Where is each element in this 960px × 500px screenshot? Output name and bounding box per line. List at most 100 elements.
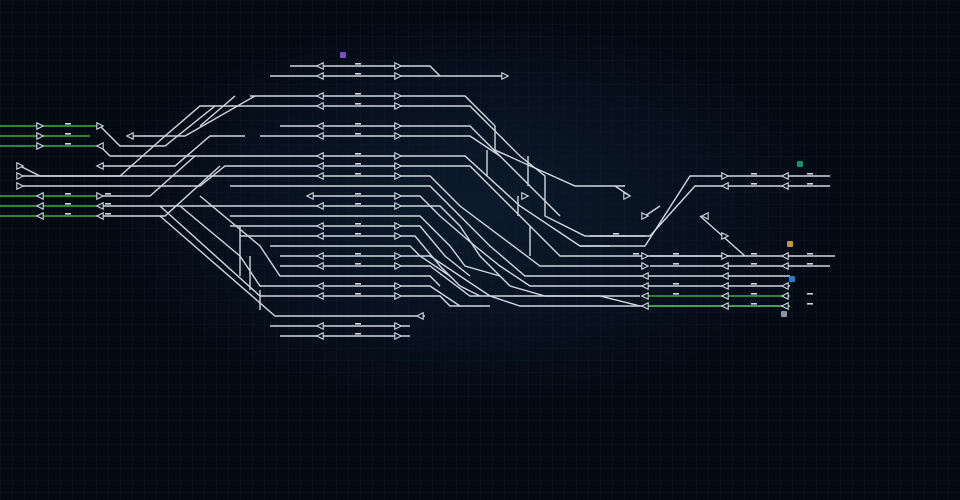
station-tag-grey[interactable] bbox=[781, 311, 787, 317]
signal-marker bbox=[394, 321, 403, 331]
platform-mark bbox=[355, 193, 361, 195]
signal-marker bbox=[96, 191, 105, 201]
signal-marker bbox=[394, 231, 403, 241]
platform-mark bbox=[807, 263, 813, 265]
signal-marker bbox=[780, 281, 789, 291]
signal-marker bbox=[315, 91, 324, 101]
track-segment bbox=[100, 205, 640, 297]
signal-marker bbox=[305, 191, 314, 201]
signal-marker bbox=[780, 261, 789, 271]
platform-mark bbox=[355, 323, 361, 325]
signal-marker bbox=[315, 131, 324, 141]
platform-mark bbox=[673, 283, 679, 285]
platform-mark bbox=[355, 63, 361, 65]
track-segment bbox=[130, 95, 256, 137]
track-lines bbox=[19, 65, 835, 337]
signal-marker bbox=[640, 301, 649, 311]
signal-marker bbox=[394, 61, 403, 71]
signal-marker bbox=[720, 301, 729, 311]
platform-mark bbox=[807, 293, 813, 295]
platform-mark bbox=[751, 303, 757, 305]
track-segment bbox=[179, 205, 461, 307]
track-segment bbox=[644, 205, 661, 217]
platform-mark bbox=[65, 203, 71, 205]
green-lines bbox=[0, 125, 790, 307]
signal-marker bbox=[315, 121, 324, 131]
signal-marker bbox=[394, 281, 403, 291]
station-tag-amber[interactable] bbox=[787, 241, 793, 247]
signal-marker bbox=[315, 71, 324, 81]
signal-marker bbox=[394, 91, 403, 101]
signal-marker bbox=[780, 171, 789, 181]
signal-marker bbox=[720, 281, 729, 291]
platform-marks bbox=[65, 63, 813, 335]
platform-mark bbox=[673, 293, 679, 295]
signal-marker bbox=[394, 201, 403, 211]
platform-mark bbox=[807, 303, 813, 305]
signal-marker bbox=[394, 291, 403, 301]
signal-marker bbox=[641, 251, 650, 261]
signal-marker bbox=[394, 171, 403, 181]
platform-mark bbox=[355, 133, 361, 135]
station-tag-teal[interactable] bbox=[797, 161, 803, 167]
signal-marker bbox=[721, 171, 730, 181]
track-segment bbox=[199, 95, 236, 127]
platform-mark bbox=[105, 203, 111, 205]
track-segment bbox=[99, 145, 610, 247]
station-tag-purple[interactable] bbox=[340, 52, 346, 58]
signal-marker bbox=[95, 161, 104, 171]
track-segment bbox=[20, 165, 730, 257]
track-segment bbox=[290, 65, 441, 77]
platform-mark bbox=[355, 333, 361, 335]
signal-marker bbox=[315, 231, 324, 241]
track-segment bbox=[270, 245, 451, 277]
signal-marker bbox=[721, 231, 730, 241]
platform-mark bbox=[355, 103, 361, 105]
track-segment bbox=[260, 135, 501, 157]
platform-mark bbox=[355, 293, 361, 295]
signal-marker bbox=[36, 131, 45, 141]
platform-mark bbox=[355, 263, 361, 265]
track-segment bbox=[310, 195, 790, 287]
platform-mark bbox=[355, 163, 361, 165]
track-segment bbox=[230, 185, 790, 277]
signal-marker bbox=[394, 221, 403, 231]
platform-mark bbox=[65, 143, 71, 145]
signal-marker bbox=[394, 191, 403, 201]
platform-mark bbox=[65, 123, 71, 125]
platform-mark bbox=[751, 173, 757, 175]
track-segment bbox=[250, 95, 625, 187]
signal-marker bbox=[700, 211, 709, 221]
track-segment bbox=[580, 175, 830, 247]
signal-marker bbox=[394, 121, 403, 131]
signal-marker bbox=[16, 171, 25, 181]
track-segment bbox=[280, 125, 561, 217]
station-tag-blue[interactable] bbox=[789, 276, 795, 282]
platform-mark bbox=[65, 133, 71, 135]
signal-marker bbox=[315, 251, 324, 261]
platform-mark bbox=[807, 173, 813, 175]
signal-marker bbox=[721, 251, 730, 261]
signal-marker bbox=[36, 141, 45, 151]
track-segment bbox=[230, 225, 471, 277]
signal-marker bbox=[394, 71, 403, 81]
signal-marker bbox=[640, 281, 649, 291]
signal-marker bbox=[16, 161, 25, 171]
platform-mark bbox=[355, 73, 361, 75]
signal-marker bbox=[780, 301, 789, 311]
track-segment bbox=[100, 135, 245, 167]
track-segment bbox=[100, 155, 196, 197]
platform-mark bbox=[613, 233, 619, 235]
signal-marker bbox=[315, 331, 324, 341]
platform-mark bbox=[751, 253, 757, 255]
track-segment bbox=[280, 265, 641, 307]
platform-mark bbox=[355, 233, 361, 235]
signal-marker bbox=[95, 141, 104, 151]
track-segment bbox=[230, 215, 501, 277]
signal-marker bbox=[415, 311, 424, 321]
platform-mark bbox=[355, 223, 361, 225]
signal-marker bbox=[780, 181, 789, 191]
track-segment bbox=[20, 105, 228, 177]
signal-marker bbox=[315, 171, 324, 181]
